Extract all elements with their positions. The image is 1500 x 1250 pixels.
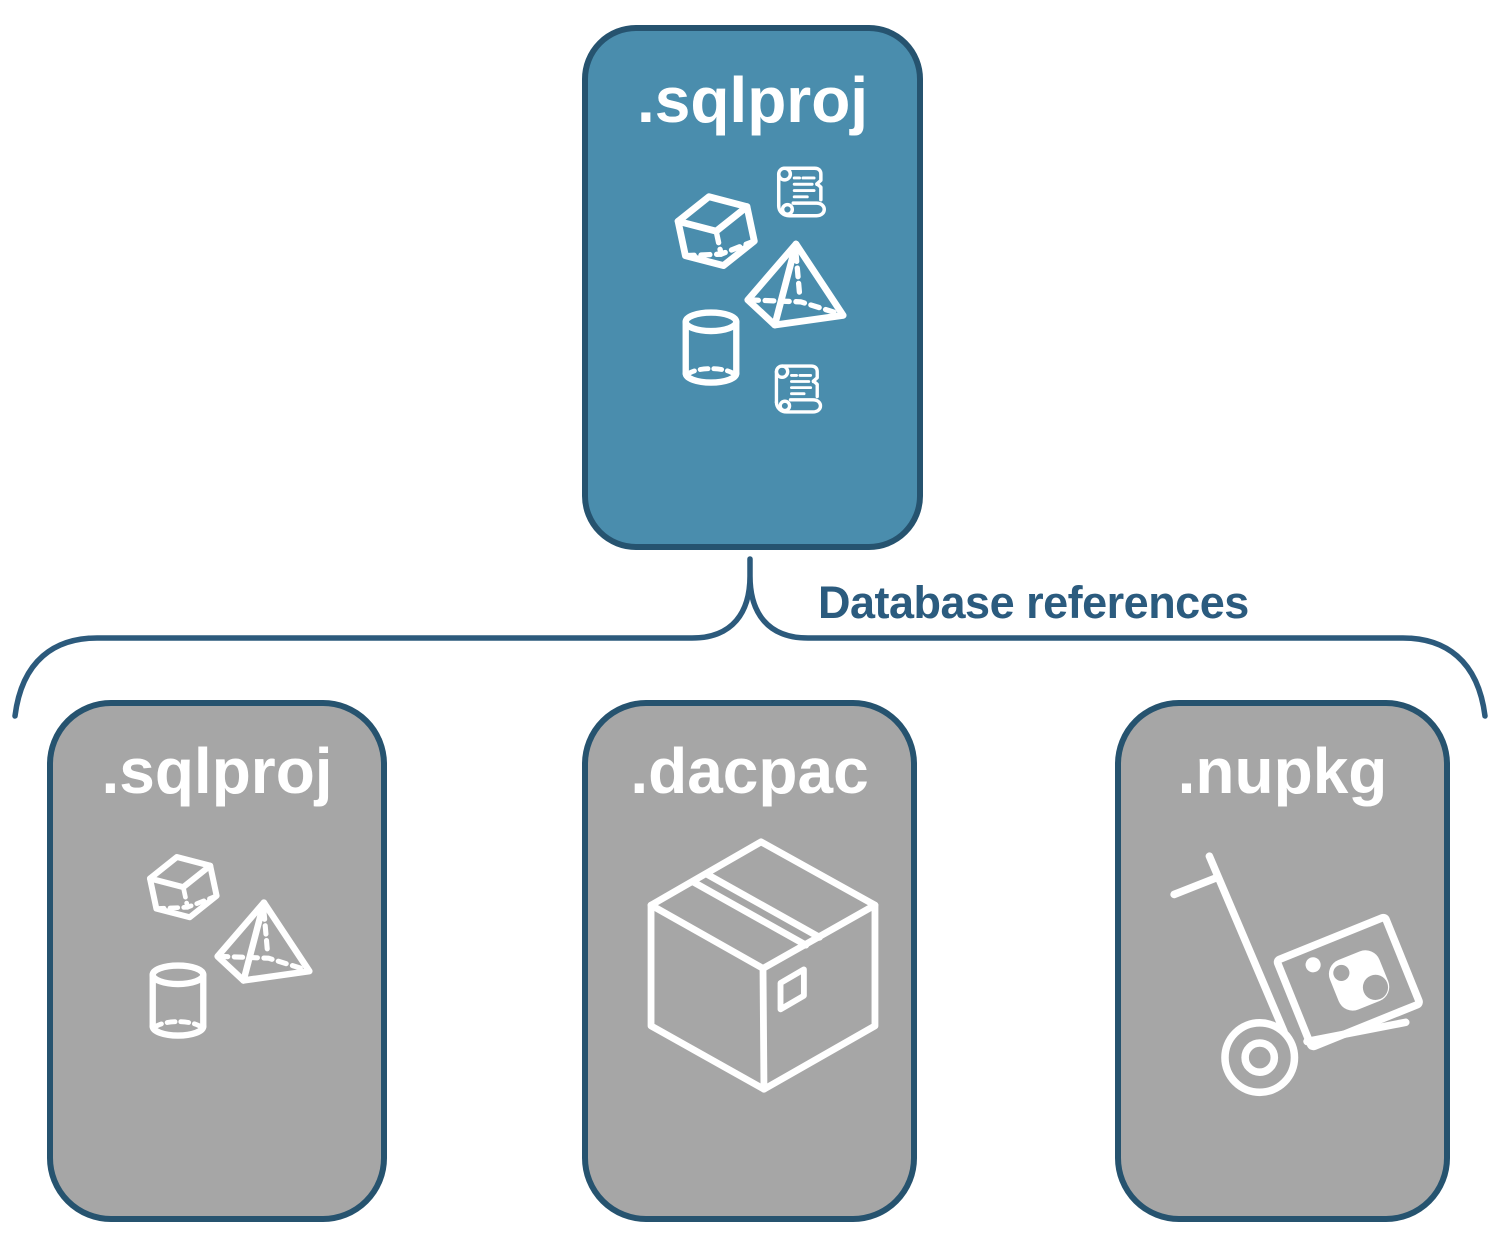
node-child-title: .dacpac [630, 735, 869, 807]
hand-truck-package-icon [1154, 844, 1446, 1106]
node-child-dacpac: .dacpac [582, 700, 917, 1222]
node-root-sqlproj: .sqlproj [582, 25, 923, 550]
scroll-icon [768, 359, 828, 419]
node-root-title: .sqlproj [636, 64, 869, 136]
cylinder-icon [676, 309, 746, 391]
connector-label: Database references [818, 577, 1249, 628]
pyramid-icon [742, 239, 848, 331]
package-box-icon [646, 837, 880, 1095]
node-child-title: .nupkg [1177, 735, 1388, 807]
cylinder-icon [143, 962, 213, 1044]
scroll-icon [770, 161, 832, 223]
node-child-nupkg: .nupkg [1115, 700, 1450, 1222]
node-child-sqlproj: .sqlproj [47, 700, 387, 1222]
node-child-title: .sqlproj [101, 735, 333, 807]
pyramid-icon [212, 898, 314, 986]
